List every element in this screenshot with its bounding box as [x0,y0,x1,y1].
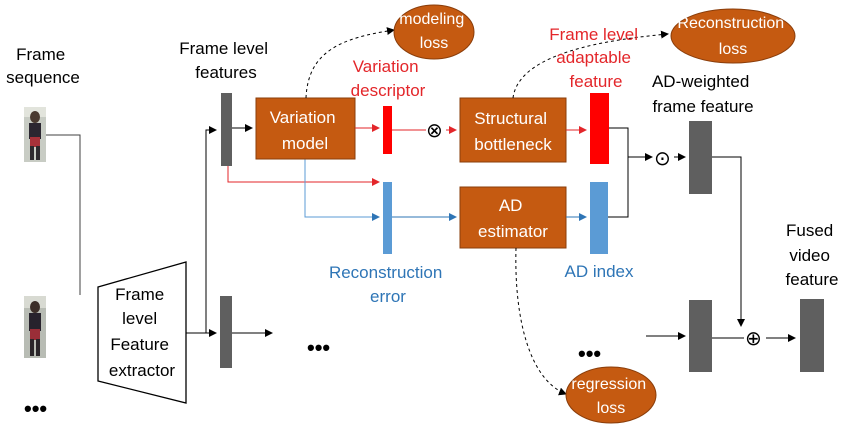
weighted-feature-bar-bottom [689,300,712,372]
ad-estimator-box [459,186,567,249]
ad-estimator-label: AD estimator [478,196,548,241]
reconstruction-error-bar [383,182,392,254]
frame-thumbnail-top [24,107,46,162]
regression-loss-oval [565,366,657,424]
ad-weighted-feature-label: AD-weighted frame feature [652,72,754,116]
multiply-operator: ⊗ [426,120,443,142]
structural-bottleneck-box [459,97,567,163]
dot-product-operator: ⊙ [654,148,671,170]
adaptable-feature-label: Frame level adaptable feature [549,25,643,91]
ad-index-label: AD index [565,262,634,281]
fused-video-feature-bar [800,299,824,372]
weighted-features-ellipsis: ••• [578,341,601,366]
variation-model-label: Variation model [270,108,341,153]
fused-video-feature-label: Fused video feature [786,221,839,289]
sum-operator: ⊕ [745,328,762,350]
frame-level-features-label: Frame level features [179,39,273,82]
modeling-loss-oval [393,4,475,60]
reconstruction-error-label: Reconstruction error [329,263,447,306]
frame-feature-bar-top [221,93,232,166]
reconstruction-loss-oval [670,8,796,64]
frame-thumbnail-bottom [24,296,46,358]
frames-ellipsis: ••• [24,396,47,421]
features-ellipsis: ••• [307,335,330,360]
variation-descriptor-bar [383,106,392,154]
weighted-feature-bar-top [689,121,712,194]
frame-sequence-label: Frame sequence [6,45,80,87]
modeling-loss-label: modeling loss [399,11,468,52]
reconstruction-loss-label: Reconstruction loss [677,15,788,58]
frame-feature-bar-bottom [220,296,232,368]
feature-extractor-block [97,261,187,404]
regression-loss-label: regression loss [571,376,650,417]
structural-bottleneck-label: Structural bottleneck [474,109,552,154]
feature-extractor-label: Frame level Feature extractor [109,285,175,380]
adaptable-feature-bar [590,93,609,164]
ad-index-bar [590,182,608,254]
variation-descriptor-label: Variation descriptor [351,57,426,100]
